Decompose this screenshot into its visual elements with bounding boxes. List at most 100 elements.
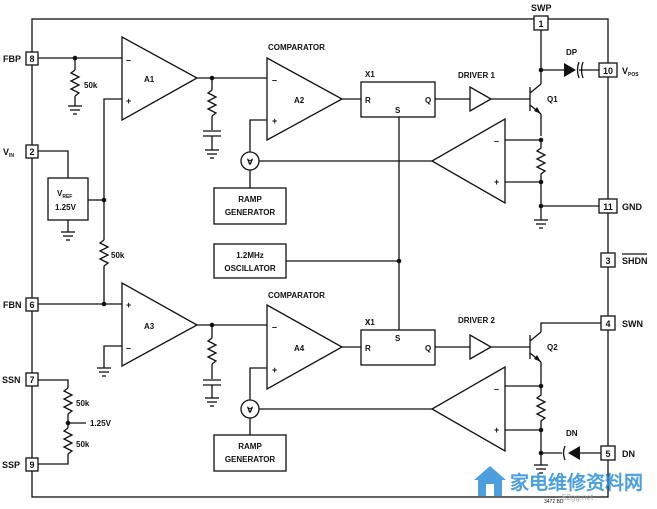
- svg-text:COMPARATOR: COMPARATOR: [268, 43, 325, 52]
- resistor-ssn-50k: [62, 387, 74, 415]
- svg-text:52gg.net: 52gg.net: [562, 493, 594, 502]
- svg-text:∀: ∀: [247, 158, 254, 167]
- svg-text:R: R: [365, 344, 371, 353]
- comparator-a4: [266, 303, 344, 391]
- pin-vin: 2 VIN: [3, 144, 39, 159]
- pin-swp: 1 SWP: [531, 3, 552, 31]
- svg-text:–: –: [272, 75, 277, 85]
- pin-fbp: 8 FBP: [3, 51, 39, 66]
- pin-dn: 5 DN: [600, 445, 635, 461]
- svg-text:1: 1: [538, 19, 543, 29]
- vref-block: [47, 177, 89, 221]
- resistor-sense-1: [535, 140, 547, 182]
- svg-text:50k: 50k: [111, 251, 125, 260]
- resistor-fbp-50k: [69, 69, 81, 97]
- transistor-q1: [529, 83, 542, 115]
- pin-fbn: 6 FBN: [3, 297, 39, 312]
- svg-text:VREF: VREF: [57, 189, 72, 200]
- ground-symbol: [534, 464, 548, 474]
- svg-text:Q2: Q2: [547, 343, 558, 352]
- pin-swn: 4 SWN: [600, 315, 643, 331]
- svg-text:+: +: [494, 177, 499, 187]
- svg-text:RAMP: RAMP: [238, 195, 262, 204]
- pin-gnd: 11 GND: [598, 198, 643, 214]
- ground-symbol: [68, 105, 82, 115]
- watermark-logo: 家电维修资料网 52gg.net: [474, 466, 643, 502]
- svg-text:–: –: [494, 384, 499, 394]
- ramp-generator-2: [213, 434, 287, 472]
- svg-text:SSP: SSP: [2, 460, 20, 470]
- svg-text:DP: DP: [566, 48, 578, 57]
- svg-text:SWP: SWP: [531, 3, 552, 13]
- pin-vpos: 10 VPOS: [598, 62, 639, 78]
- svg-text:∀: ∀: [247, 406, 254, 415]
- pin-ssp: 9 SSP: [2, 457, 39, 472]
- svg-text:A1: A1: [144, 75, 155, 84]
- svg-text:1.25V: 1.25V: [55, 203, 77, 212]
- svg-text:50k: 50k: [76, 440, 90, 449]
- driver-2: [469, 333, 493, 361]
- amplifier-a1: [121, 35, 199, 122]
- svg-text:Q: Q: [425, 344, 431, 353]
- svg-text:X1: X1: [365, 318, 375, 327]
- resistor-comp-2: [206, 337, 218, 365]
- svg-text:SWN: SWN: [622, 319, 643, 329]
- svg-text:+: +: [126, 96, 131, 106]
- comparator-a2: [266, 56, 344, 142]
- svg-text:+: +: [272, 365, 277, 375]
- ramp-generator-1: [213, 187, 287, 225]
- svg-text:–: –: [126, 55, 131, 65]
- pin-shdn: 3 SHDN: [600, 252, 648, 268]
- svg-text:11: 11: [603, 202, 613, 212]
- capacitor-comp-2: [203, 379, 221, 386]
- svg-text:GENERATOR: GENERATOR: [225, 208, 276, 217]
- svg-text:1.25V: 1.25V: [90, 419, 112, 428]
- svg-text:50k: 50k: [76, 399, 90, 408]
- svg-text:S: S: [395, 334, 401, 343]
- resistor-comp-1: [206, 89, 218, 117]
- svg-text:DRIVER 2: DRIVER 2: [458, 316, 495, 325]
- svg-text:RAMP: RAMP: [238, 442, 262, 451]
- svg-text:DN: DN: [622, 449, 635, 459]
- svg-text:GENERATOR: GENERATOR: [225, 455, 276, 464]
- svg-text:10: 10: [603, 66, 613, 76]
- svg-text:4: 4: [605, 319, 610, 329]
- svg-text:+: +: [126, 300, 131, 310]
- svg-text:7: 7: [29, 375, 34, 385]
- svg-text:SSN: SSN: [2, 375, 21, 385]
- pin-ssn: 7 SSN: [2, 372, 39, 387]
- amplifier-a3: [121, 281, 199, 368]
- resistor-sense-2: [535, 386, 547, 430]
- transistor-q2: [529, 331, 542, 363]
- svg-text:3: 3: [605, 256, 610, 266]
- svg-text:DRIVER 1: DRIVER 1: [458, 71, 495, 80]
- svg-text:Q1: Q1: [547, 95, 558, 104]
- svg-text:A4: A4: [294, 344, 305, 353]
- svg-text:R: R: [365, 96, 371, 105]
- svg-text:8: 8: [29, 54, 34, 64]
- latch-x2: [360, 329, 436, 366]
- current-sense-amp-1: [430, 117, 506, 205]
- svg-text:家电维修资料网: 家电维修资料网: [510, 471, 643, 494]
- svg-text:GND: GND: [622, 202, 643, 212]
- svg-text:SHDN: SHDN: [622, 256, 648, 266]
- svg-text:3472 BD: 3472 BD: [544, 499, 564, 505]
- svg-text:FBN: FBN: [3, 300, 22, 310]
- svg-text:50k: 50k: [84, 81, 98, 90]
- house-icon: [474, 466, 506, 496]
- driver-1: [469, 85, 493, 113]
- svg-text:FBP: FBP: [3, 54, 21, 64]
- svg-text:–: –: [494, 136, 499, 146]
- svg-text:+: +: [494, 425, 499, 435]
- svg-text:COMPARATOR: COMPARATOR: [268, 291, 325, 300]
- svg-text:6: 6: [29, 300, 34, 310]
- svg-text:+: +: [272, 116, 277, 126]
- svg-text:S: S: [395, 106, 401, 115]
- pin-vpos-label: VPOS: [622, 66, 639, 78]
- svg-text:5: 5: [605, 449, 610, 459]
- ground-symbol: [97, 367, 111, 377]
- svg-text:1.2MHz: 1.2MHz: [236, 251, 264, 260]
- svg-text:A3: A3: [144, 322, 155, 331]
- ground-symbol: [205, 397, 219, 407]
- svg-text:9: 9: [29, 460, 34, 470]
